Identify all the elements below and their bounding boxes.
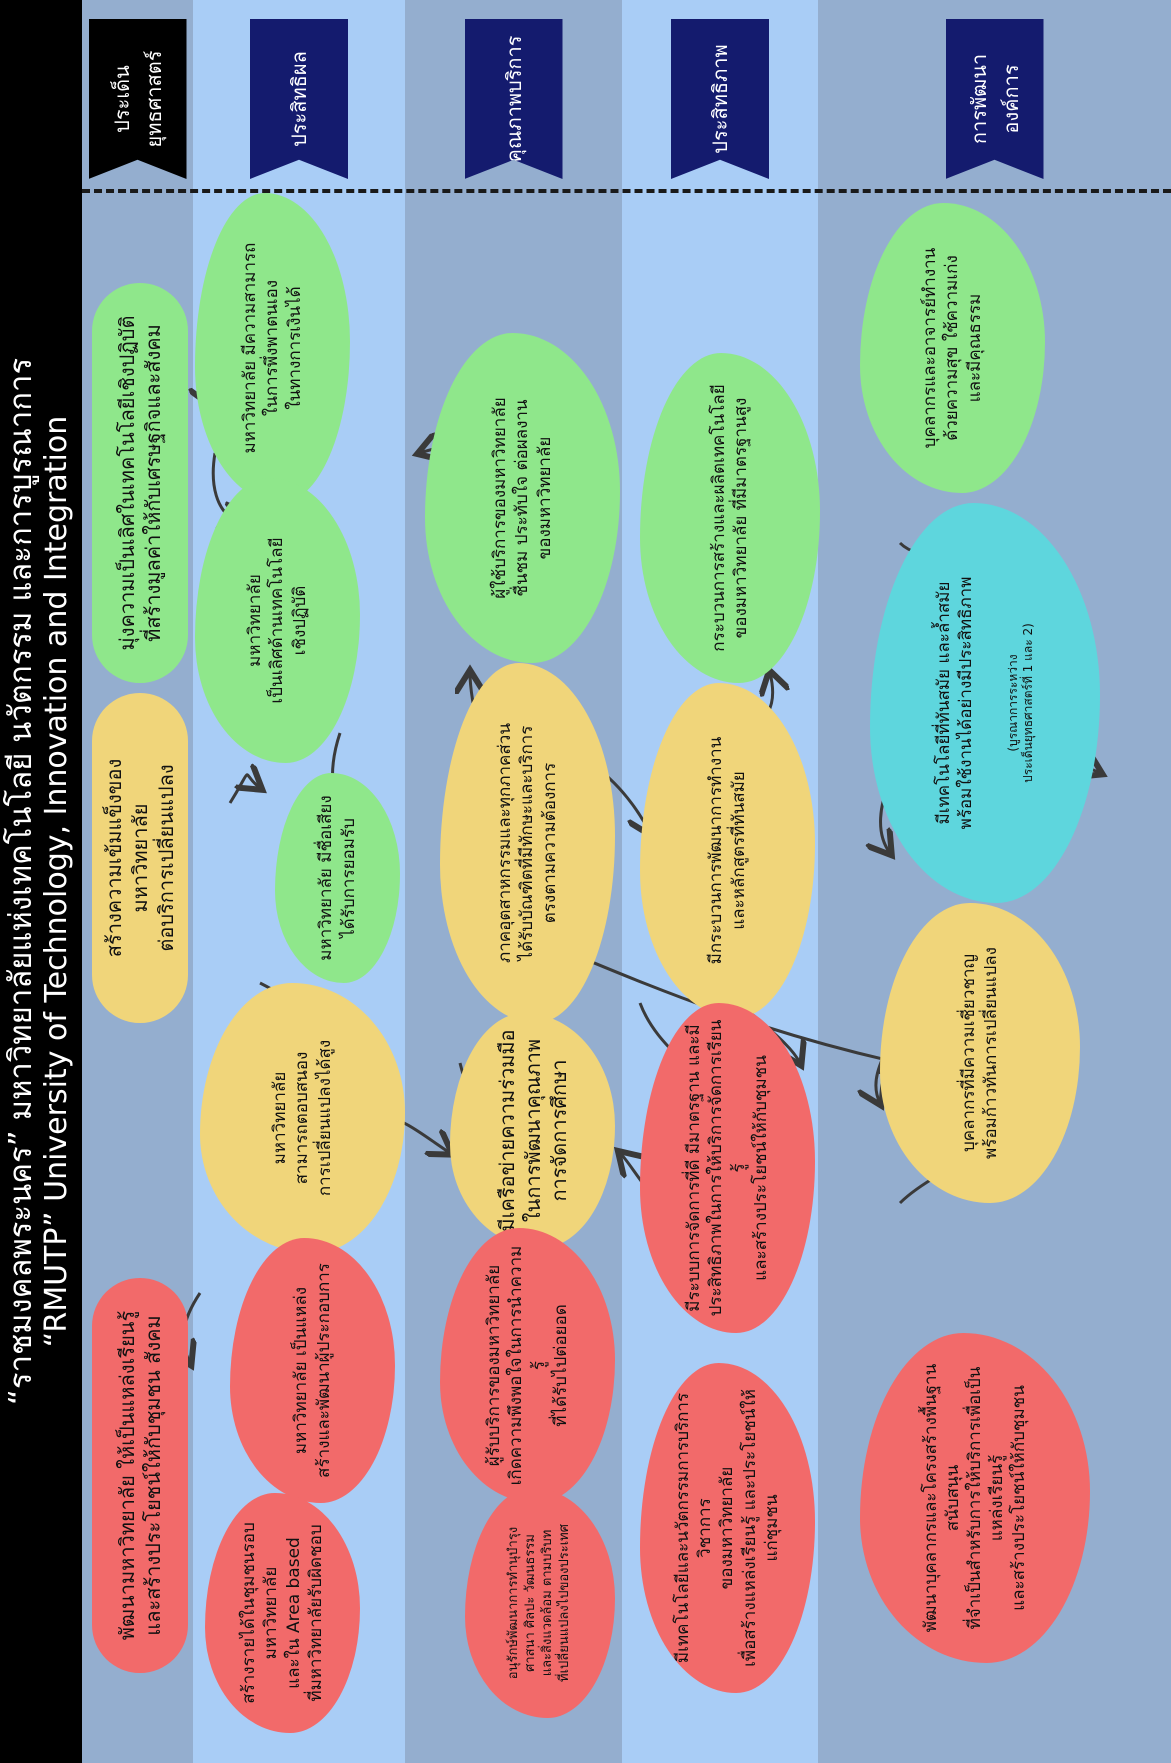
node-responsive-to-change: มหาวิทยาลัย สามารถตอบสนอง การเปลี่ยนแปลง… [200, 983, 405, 1253]
node-community-income: สร้างรายได้ในชุมชนรอบ มหาวิทยาลัย และใน … [205, 1493, 360, 1733]
strategy-green: มุ่งความเป็นเลิศในเทคโนโลยีเชิงปฏิบัติ ท… [92, 283, 188, 683]
node-entrepreneur-source: มหาวิทยาลัย เป็นแหล่ง สร้างและพัฒนาผู้ปร… [230, 1238, 395, 1503]
node-practical-tech-excellence: มหาวิทยาลัย เป็นเลิศด้านเทคโนโลยี เชิงปฏ… [195, 478, 360, 763]
node-expert-staff: บุคลากรที่มีความเชี่ยวชาญ พร้อมก้าวทันกา… [880, 903, 1080, 1203]
node-users-impressed: ผู้ใช้บริการของมหาวิทยาลัย ชื่นชม ประทับ… [425, 333, 620, 663]
node-industry-graduates: ภาคอุตสาหกรรมและทุกภาคส่วน ได้รับบัณฑิตท… [440, 663, 615, 1023]
node-tech-production-process: กระบวนการสร้างและผลิตเทคโนโลยี ของมหาวิท… [640, 353, 820, 683]
node-infrastructure-development: พัฒนาบุคลากรและโครงสร้างพื้นฐานสนับสนุน … [860, 1333, 1090, 1663]
node-satisfied-service-receivers: ผู้รับบริการของมหาวิทยาลัย เกิดความพึงพอ… [440, 1228, 615, 1503]
node-modern-technology: มีเทคโนโลยีที่ทันสมัย และล้ำสมัย พร้อมใช… [870, 503, 1100, 903]
strategy-yellow: สร้างความเข้มแข็งของมหาวิทยาลัย ต่อบริกา… [92, 693, 188, 1023]
node-good-management-system: มีระบบการจัดการที่ดี มีมาตรฐาน และมี ประ… [640, 1003, 815, 1333]
node-culture-conservation: อนุรักษ์พัฒนาการทำนุบำรุง ศาสนา ศิลปะ วั… [465, 1488, 615, 1718]
node-happy-staff: บุคลากรและอาจารย์ทำงาน ด้วยความสุข ใช้คว… [860, 203, 1045, 493]
node-cooperation-network: มีเครือข่ายความร่วมมือ ในการพัฒนาคุณภาพ … [450, 1013, 615, 1248]
node-modern-technology-note: (บูรณาการระหว่าง ประเด็นยุทธศาสตร์ที่ 1 … [1005, 623, 1036, 783]
node-financial-self-reliance: มหาวิทยาลัย มีความสามารถ ในการพึ่งพาตนเอ… [195, 193, 350, 503]
strategy-red: พัฒนามหาวิทยาลัย ให้เป็นแหล่งเรียนรู้ แล… [92, 1278, 188, 1673]
arrow [228, 775, 260, 804]
node-modern-technology-label: มีเทคโนโลยีที่ทันสมัย และล้ำสมัย พร้อมใช… [934, 576, 977, 830]
node-academic-service-tech: มีเทคโนโลยีและนวัตกรรมการบริการวิชาการ ข… [640, 1363, 815, 1693]
node-modern-curriculum: มีกระบวนการพัฒนาการทำงาน และหลักสูตรที่ท… [640, 683, 815, 1018]
node-reputation: มหาวิทยาลัย มีชื่อเสียง ได้รับการยอมรับ [275, 773, 400, 983]
